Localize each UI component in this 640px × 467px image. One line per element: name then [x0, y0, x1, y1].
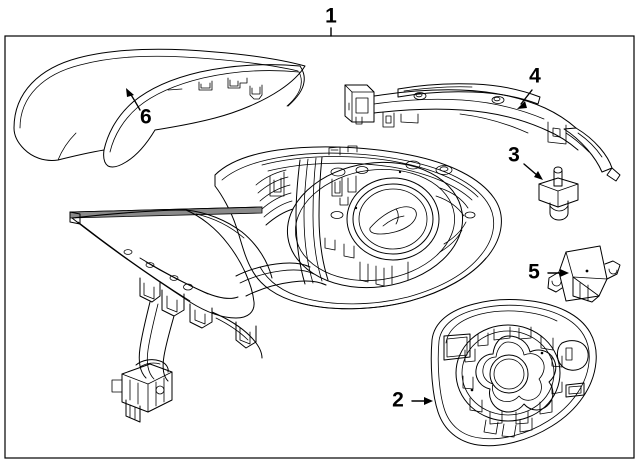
- callout-2-leader: [411, 397, 433, 405]
- callout-6-label: 6: [140, 106, 152, 129]
- callout-2-label: 2: [392, 389, 404, 412]
- callout-4-label: 4: [529, 65, 541, 88]
- callout-5-label: 5: [528, 261, 540, 284]
- mirror-mounting-base-bracket: [69, 206, 327, 382]
- callout-3-leader: [523, 163, 543, 180]
- mirror-support-bracket-arm: [344, 83, 621, 182]
- mirror-housing-main: [214, 145, 502, 310]
- callout-3-label: 3: [508, 144, 520, 167]
- wiring-harness-connector: [111, 359, 173, 423]
- callout-6-leader: [126, 88, 141, 111]
- callout-1-label: 1: [325, 5, 337, 28]
- mirror-cover-cap: [13, 48, 306, 168]
- base-seal-strip: [69, 206, 263, 219]
- mirror-glass-backing-plate: [430, 299, 597, 447]
- mirror-clip-grommet: [538, 166, 579, 221]
- callout-5-leader: [547, 269, 569, 277]
- mirror-control-module: [547, 245, 621, 303]
- callout-4-leader: [517, 89, 533, 109]
- diagram-border: [4, 35, 635, 459]
